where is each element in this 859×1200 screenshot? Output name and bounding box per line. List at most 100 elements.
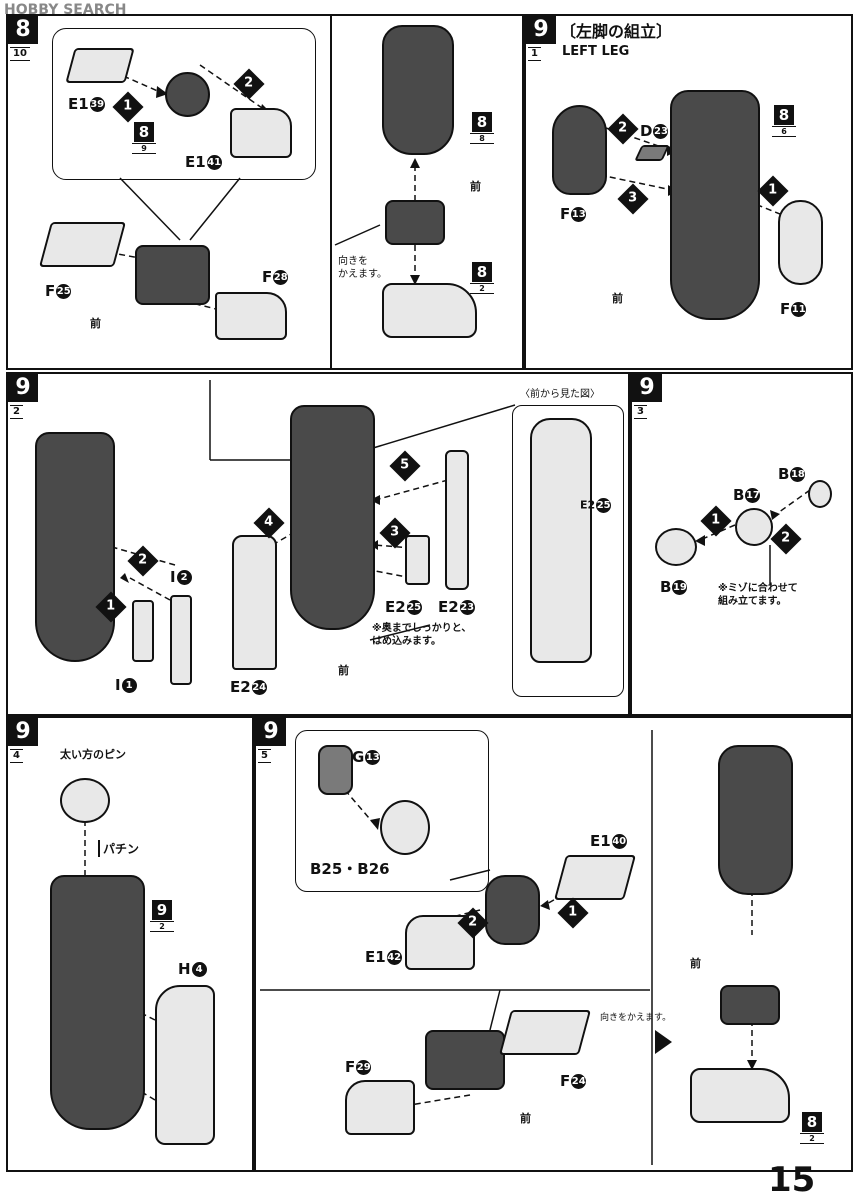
divider [330,14,332,370]
section-title: 〔左脚の組立〕 [560,22,673,41]
inset-bubble [295,730,489,892]
part-hip-joint [135,245,210,305]
note-turn: 向きを かえます。 [338,256,387,280]
part-knee-joint [485,875,540,945]
panel-step-9-3 [630,372,853,716]
panel-step-9-1 [524,14,853,370]
part-h4 [155,985,215,1145]
part-e1-41-armor [230,108,292,158]
front-label: 前 [338,664,349,677]
step-sub: 1 [528,47,541,61]
pin-note: 太い方のピン [60,748,126,761]
front-view-box [512,405,624,697]
part-b17 [735,508,773,546]
part-f25-sprue [38,222,127,267]
part-left-leg [35,432,115,662]
part-e1-40 [553,855,637,900]
page-number: 15 [768,1160,816,1200]
part-left-leg [50,875,145,1130]
panel-step-9-2 [6,372,630,716]
part-i2 [170,595,192,685]
step-sub: 5 [258,749,271,763]
part-f29 [345,1080,415,1135]
part-g13 [318,745,353,795]
step-number: 9 [632,374,662,402]
part-leg-center [290,405,375,630]
part-knee-ball [380,800,430,855]
front-label: 前 [612,292,623,305]
part-knee-joint [720,985,780,1025]
part-leg-upper [718,745,793,895]
step-number: 9 [526,16,556,44]
part-ball-pin [60,778,110,823]
panel-step-9-4 [6,716,254,1172]
part-leg-front-view [530,418,592,663]
step-number: 8 [8,16,38,44]
part-leg-upper [382,25,454,155]
front-label: 前 [690,957,701,970]
part-f13-armor [552,105,607,195]
panel-step-9-5 [254,716,853,1172]
snap-label: パチン [98,840,139,857]
part-b18 [808,480,832,508]
section-subtitle: LEFT LEG [562,44,630,59]
part-foot-armor [690,1068,790,1123]
part-knee-joint [385,200,445,245]
part-foot-armor [382,283,477,338]
note-groove: ※ミゾに合わせて 組み立てます。 [718,583,798,607]
front-view-title: 〈前から見た図〉 [518,388,602,401]
part-joint-ball [165,72,210,117]
step-number: 9 [8,718,38,746]
part-e2-25 [405,535,430,585]
part-f24 [498,1010,592,1055]
panel-step-8 [6,14,524,370]
front-label: 前 [90,317,101,330]
part-e2-23 [445,450,469,590]
step-sub: 10 [10,47,30,61]
part-f28-armor [215,292,287,340]
part-e2-24 [232,535,277,670]
step-sub: 2 [10,405,23,419]
front-label: 前 [520,1112,531,1125]
part-i1 [132,600,154,662]
step-number: 9 [256,718,286,746]
step-number: 9 [8,374,38,402]
front-label: 前 [470,180,481,193]
label-part-b25-b26: B25・B26 [310,860,390,878]
step-sub: 3 [634,405,647,419]
note-press-fit: ※奥までしっかりと、 はめ込みます。 [372,623,472,647]
part-left-leg [670,90,760,320]
inset-bubble [52,28,316,180]
part-e1-39-sprue [65,48,135,83]
part-f11-armor [778,200,823,285]
part-b19 [655,528,697,566]
